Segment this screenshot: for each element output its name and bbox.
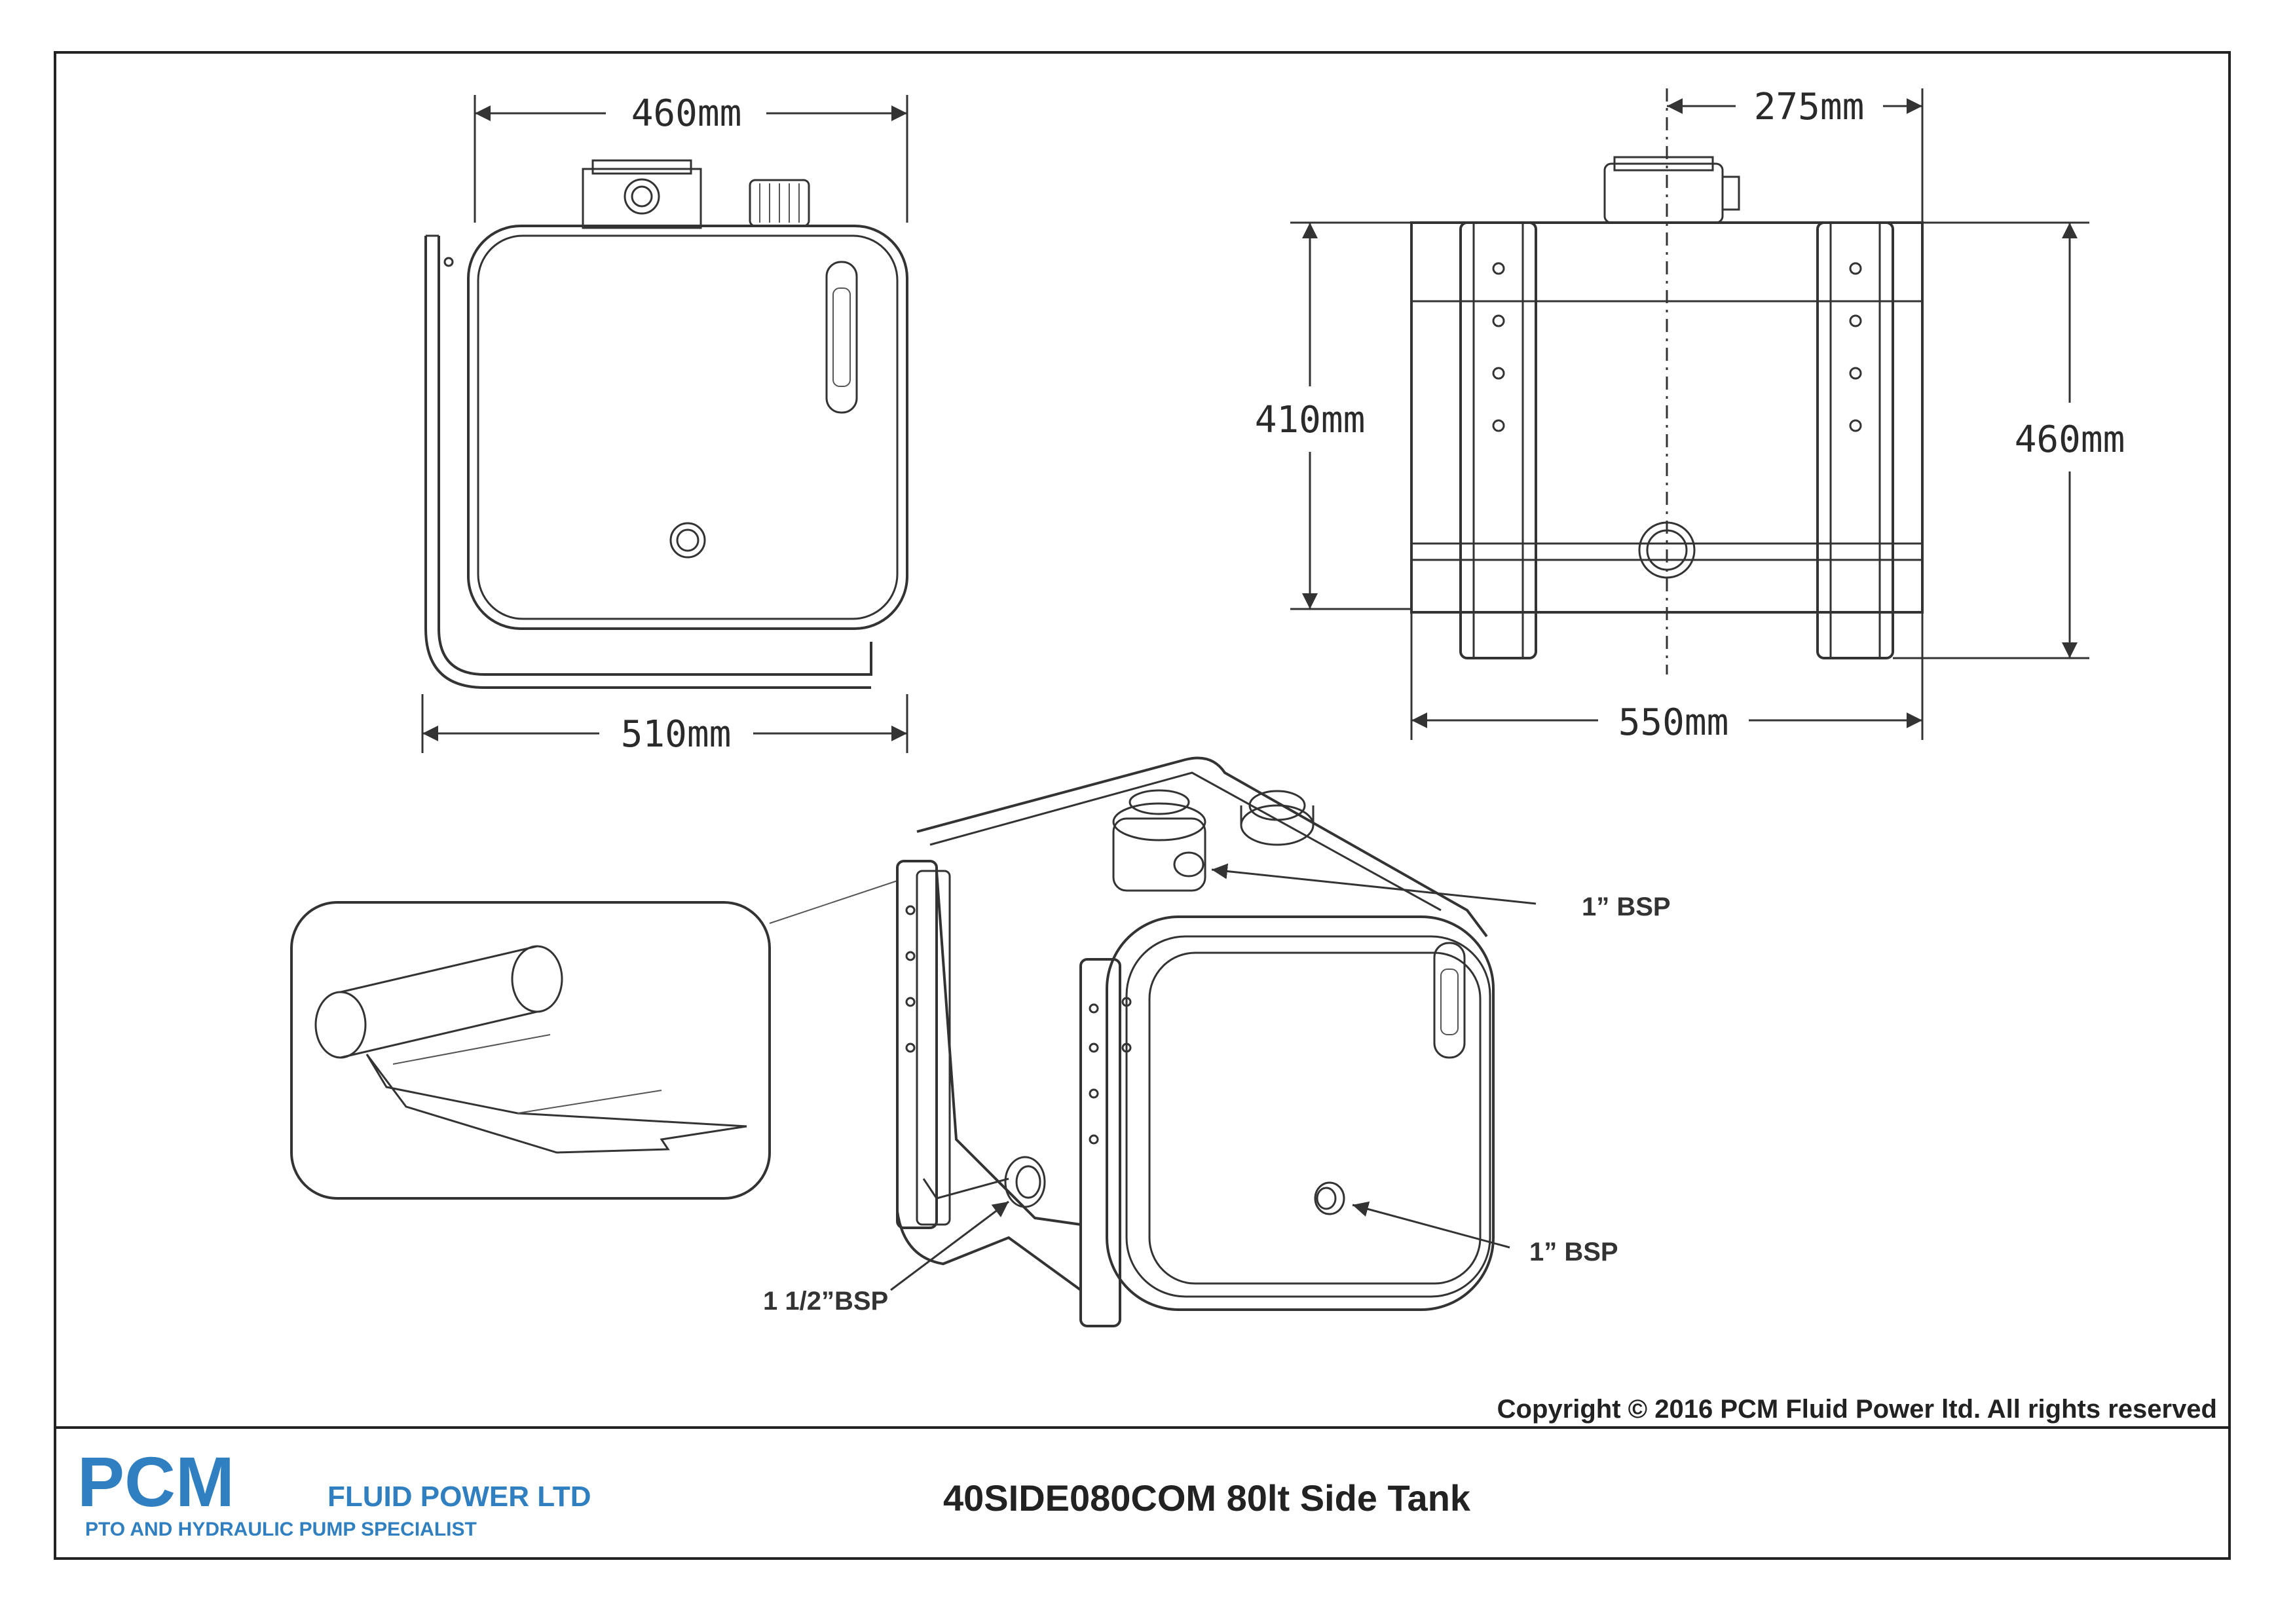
logo-tagline: PTO AND HYDRAULIC PUMP SPECIALIST [85, 1519, 477, 1540]
dim-side-height-tank: 410mm [1255, 399, 1366, 441]
callout-top-port: 1” BSP [1582, 893, 1671, 921]
copyright-text: Copyright © 2016 PCM Fluid Power ltd. Al… [1497, 1395, 2217, 1424]
dim-front-width-top: 460mm [631, 92, 742, 135]
sheet-border [54, 51, 2231, 1560]
iso-view: 1” BSP 1” BSP 1 1/2”BSP [763, 756, 1671, 1327]
dim-front-width-base: 510mm [621, 713, 732, 756]
logo-company: FLUID POWER LTD [327, 1481, 591, 1513]
detail-inset [290, 880, 898, 1200]
dim-side-height-overall: 460mm [2015, 418, 2125, 461]
callout-front-port: 1” BSP [1529, 1238, 1618, 1266]
logo-pcm: PCM [77, 1442, 234, 1521]
dim-side-length: 550mm [1618, 701, 1729, 744]
front-view: 460mm 510mm [421, 92, 908, 756]
dim-side-offset: 275mm [1754, 86, 1865, 128]
drawing-title: 40SIDE080COM 80lt Side Tank [943, 1477, 1471, 1519]
callout-side-port: 1 1/2”BSP [763, 1287, 888, 1316]
logo: PCM FLUID POWER LTD PTO AND HYDRAULIC PU… [77, 1442, 591, 1540]
side-view: 275mm 410mm 46 [1255, 86, 2125, 744]
